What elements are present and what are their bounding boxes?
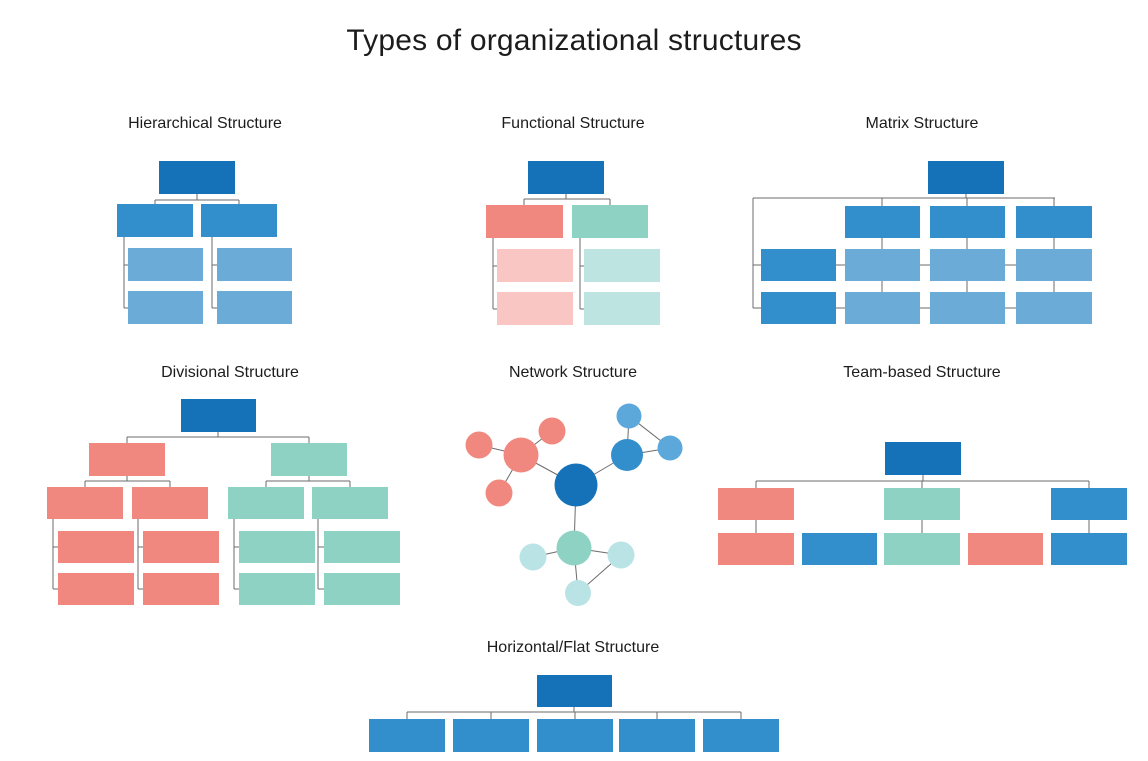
network-node-teal (556, 530, 592, 566)
network-node-network_cyan (607, 541, 635, 569)
org-box-salmon (143, 573, 219, 605)
diagram-label-matrix: Matrix Structure (865, 115, 979, 132)
diagram-network (465, 403, 683, 606)
org-box-teal (312, 487, 388, 519)
org-box-dark_blue (528, 161, 604, 194)
org-box-light_blue (217, 248, 292, 281)
org-box-medium_blue (845, 206, 920, 238)
org-box-salmon (58, 531, 134, 563)
network-node-network_blue (657, 435, 683, 461)
diagram-hierarchical (117, 161, 292, 324)
org-box-salmon (486, 205, 563, 238)
org-box-teal (884, 533, 960, 565)
org-box-light_pink (497, 249, 573, 282)
diagram-label-functional: Functional Structure (501, 115, 645, 132)
org-box-light_blue (1016, 292, 1092, 324)
org-box-medium_blue (453, 719, 529, 752)
org-box-medium_blue (1051, 533, 1127, 565)
org-box-light_blue (845, 292, 920, 324)
org-box-teal (884, 488, 960, 520)
org-box-medium_blue (537, 719, 613, 752)
network-node-salmon (538, 417, 566, 445)
diagram-label-team_based: Team-based Structure (843, 364, 1001, 381)
org-box-dark_blue (928, 161, 1004, 194)
org-box-light_pink (497, 292, 573, 325)
org-box-salmon (132, 487, 208, 519)
network-node-network_blue (616, 403, 642, 429)
org-box-light_blue (1016, 249, 1092, 281)
network-node-medium_blue (611, 439, 643, 471)
org-box-light_blue (845, 249, 920, 281)
org-box-light_blue (217, 291, 292, 324)
network-node-dark_blue (554, 463, 598, 507)
org-box-dark_blue (181, 399, 256, 432)
org-box-teal (239, 573, 315, 605)
org-box-medium_blue (802, 533, 877, 565)
org-box-salmon (968, 533, 1043, 565)
diagram-label-hierarchical: Hierarchical Structure (128, 115, 282, 132)
org-box-medium_blue (930, 206, 1005, 238)
diagram-horizontal_flat (369, 675, 779, 752)
org-box-medium_blue (117, 204, 193, 237)
org-box-light_teal (584, 249, 660, 282)
org-box-teal (239, 531, 315, 563)
org-box-medium_blue (703, 719, 779, 752)
org-box-salmon (47, 487, 123, 519)
network-node-network_cyan (519, 543, 547, 571)
org-box-salmon (143, 531, 219, 563)
diagram-label-network: Network Structure (508, 364, 638, 381)
org-box-light_blue (128, 291, 203, 324)
org-box-medium_blue (761, 292, 836, 324)
org-box-medium_blue (369, 719, 445, 752)
network-node-salmon (465, 431, 493, 459)
org-box-medium_blue (201, 204, 277, 237)
network-node-salmon (503, 437, 539, 473)
page-title: Types of organizational structures (346, 24, 802, 57)
diagram-team_based (718, 442, 1127, 565)
org-box-medium_blue (761, 249, 836, 281)
org-box-dark_blue (159, 161, 235, 194)
diagram-label-horizontal_flat: Horizontal/Flat Structure (486, 639, 660, 656)
org-box-salmon (58, 573, 134, 605)
org-box-medium_blue (1051, 488, 1127, 520)
diagram-divisional (47, 399, 400, 605)
org-box-salmon (89, 443, 165, 476)
org-box-salmon (718, 533, 794, 565)
org-box-light_teal (584, 292, 660, 325)
org-box-teal (324, 531, 400, 563)
org-box-teal (228, 487, 304, 519)
network-node-network_cyan (565, 580, 591, 606)
org-box-medium_blue (1016, 206, 1092, 238)
org-box-dark_blue (885, 442, 961, 475)
diagram-matrix (752, 161, 1092, 324)
org-box-teal (572, 205, 648, 238)
network-node-salmon (485, 479, 513, 507)
org-box-teal (271, 443, 347, 476)
org-box-light_blue (930, 292, 1005, 324)
org-box-salmon (718, 488, 794, 520)
diagram-functional (486, 161, 660, 325)
org-box-teal (324, 573, 400, 605)
org-box-light_blue (128, 248, 203, 281)
org-box-light_blue (930, 249, 1005, 281)
org-box-medium_blue (619, 719, 695, 752)
diagram-label-divisional: Divisional Structure (161, 364, 299, 381)
org-box-dark_blue (537, 675, 612, 707)
